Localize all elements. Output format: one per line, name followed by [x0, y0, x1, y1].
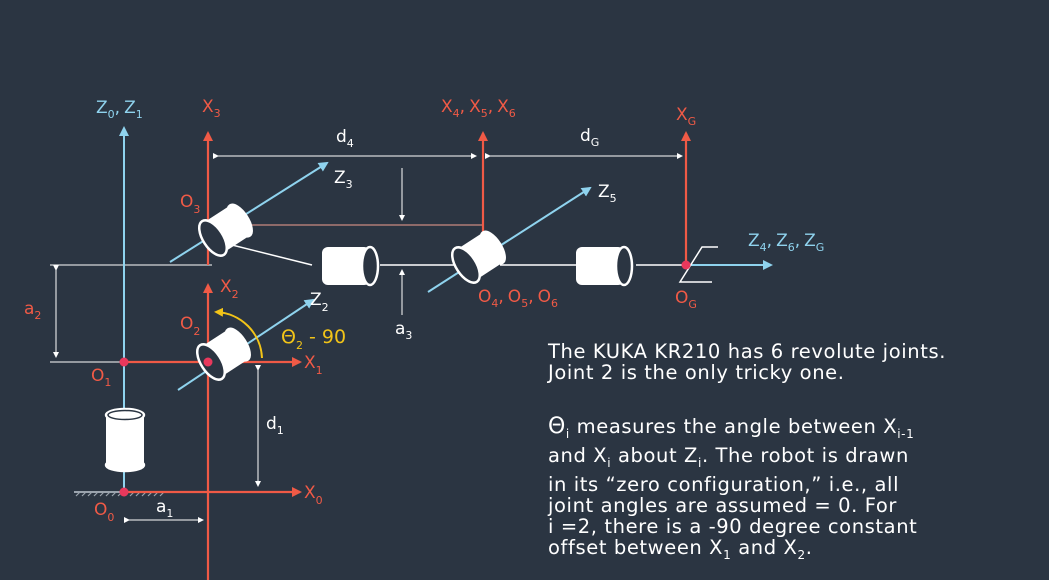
label-x4-x5-x6: X4,X5,X6 — [441, 97, 516, 120]
label-d4: d4 — [336, 127, 354, 150]
label-dg: dG — [580, 126, 599, 149]
gripper — [678, 246, 718, 283]
z3-axis — [169, 161, 329, 263]
joint-6-cylinder — [576, 245, 634, 287]
theta-arc — [214, 307, 263, 359]
dimension-lines — [50, 153, 683, 525]
joint-3-cylinder — [198, 203, 253, 257]
joint-origins — [119, 260, 691, 497]
explanation-line-5: i =2, there is a -90 degree constant — [548, 515, 918, 538]
explanation-line-4: joint angles are assumed = 0. For — [548, 494, 897, 517]
origin-o0-dot — [119, 487, 129, 497]
label-xg: XG — [676, 105, 696, 128]
theta-explanation: Θi measures the angle between Xi-1 and X… — [548, 416, 1028, 566]
intro-line-1: The KUKA KR210 has 6 revolute joints. — [548, 340, 947, 363]
label-x2: X2 — [220, 277, 239, 301]
label-x3: X3 — [202, 97, 221, 120]
label-a2: a2 — [24, 299, 41, 322]
label-o2: O2 — [180, 314, 200, 338]
label-og: OG — [675, 288, 697, 311]
label-z2: Z2 — [310, 290, 329, 314]
explanation-line-6: offset between X1 and X2. — [548, 536, 813, 562]
joint-4-cylinder — [322, 245, 380, 287]
label-o3: O3 — [180, 192, 200, 216]
label-theta2-minus-90: Θ2 - 90 — [281, 326, 346, 352]
origin-o2-dot — [203, 357, 213, 367]
explanation-line-1: Θi measures the angle between Xi-1 — [548, 414, 915, 442]
label-x1: X1 — [304, 353, 323, 377]
label-a1: a1 — [156, 497, 173, 520]
explanation-line-2: and Xi about Zi. The robot is drawn — [548, 444, 909, 470]
label-z5: Z5 — [598, 182, 617, 205]
origin-og-dot — [681, 260, 691, 270]
label-z4-z6-zg: Z4,Z6,ZG — [748, 231, 824, 254]
label-d1: d1 — [266, 414, 284, 437]
label-a3: a3 — [395, 319, 412, 342]
label-o1: O1 — [91, 366, 111, 389]
label-x0: X0 — [304, 483, 323, 507]
intro-paragraph: The KUKA KR210 has 6 revolute joints. Jo… — [548, 341, 1028, 383]
label-z3: Z3 — [334, 168, 353, 191]
joint-1-cylinder — [104, 407, 146, 473]
label-o0: O0 — [94, 500, 114, 524]
intro-line-2: Joint 2 is the only tricky one. — [548, 361, 845, 384]
z5-axis — [427, 186, 592, 293]
joint-cylinders — [104, 203, 634, 473]
explanation-line-3: in its “zero configuration,” i.e., all — [548, 473, 900, 496]
origin-o1-dot — [119, 357, 129, 367]
label-z0-z1: Z0,Z1 — [96, 98, 143, 121]
label-o4-o5-o6: O4,O5,O6 — [478, 287, 558, 310]
joint-5-cylinder — [451, 230, 506, 284]
